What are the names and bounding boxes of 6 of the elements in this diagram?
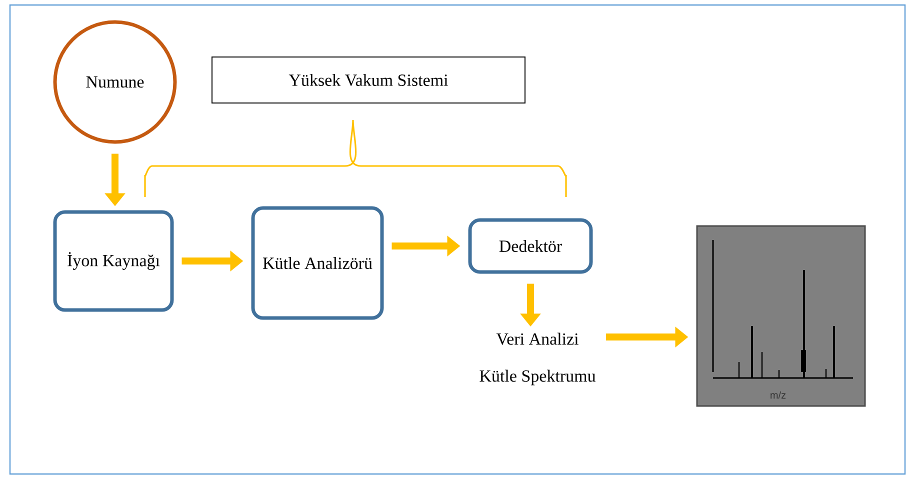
output-text: Veri Analizi Kütle Spektrumu: [480, 332, 596, 386]
process-box: İyon Kaynağı: [53, 210, 174, 312]
system-box: Yüksek Vakum Sistemi: [212, 56, 526, 104]
process-box: Dedektör: [468, 218, 593, 274]
process-box: Kütle Analizörü: [251, 206, 384, 320]
spectrum-drawing: m/z: [696, 225, 866, 407]
